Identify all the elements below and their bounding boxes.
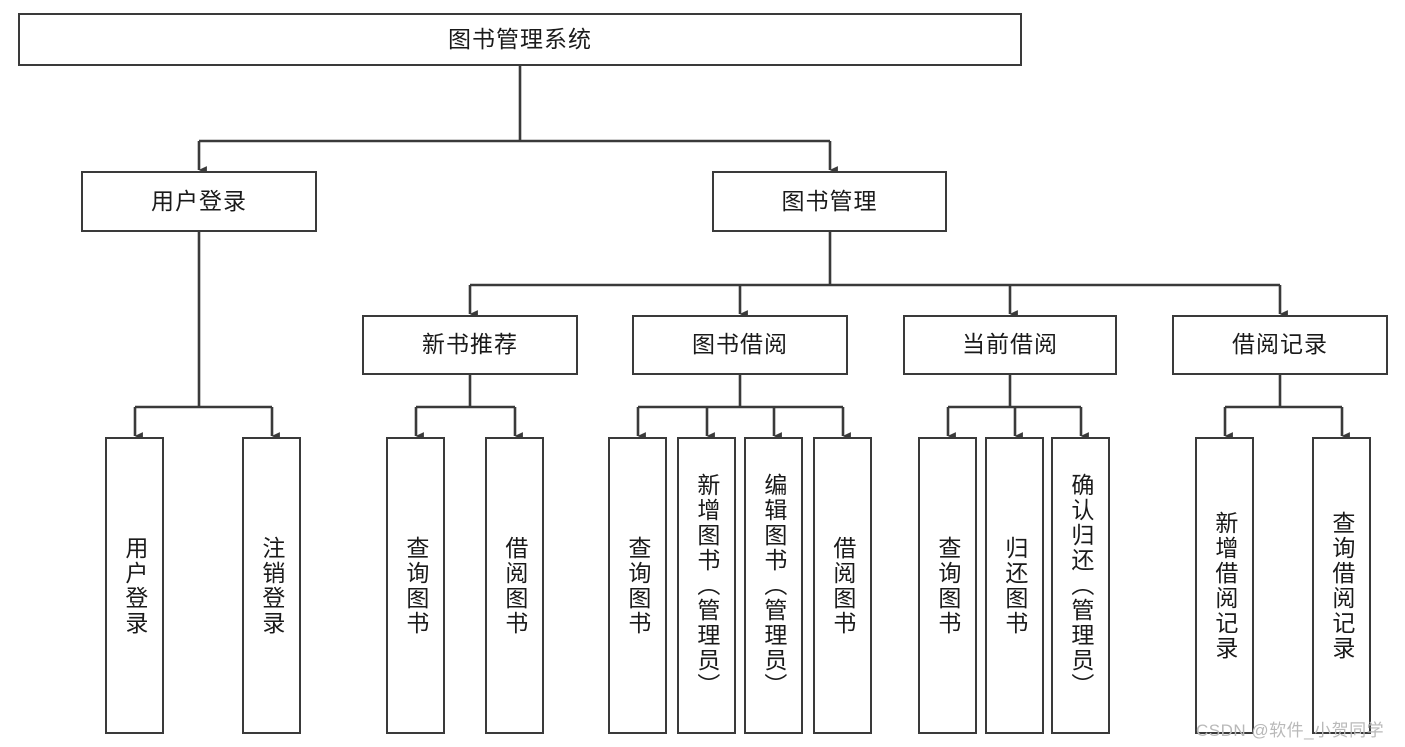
leaf-borrow-book-recommend[interactable]: 借阅图书 [485,437,544,734]
node-label: 新书推荐 [422,331,518,358]
node-label: 编辑图书（管理员） [760,473,787,698]
csdn-watermark: CSDN @软件_小贺同学 [1196,721,1385,740]
node-label: 注销登录 [258,535,285,636]
leaf-query-book-recommend[interactable]: 查询图书 [386,437,445,734]
node-label: 查询图书 [624,535,651,636]
leaf-borrow-book[interactable]: 借阅图书 [813,437,872,734]
node-label: 查询图书 [934,535,961,636]
node-label: 归还图书 [1001,535,1028,636]
leaf-confirm-return-admin[interactable]: 确认归还（管理员） [1051,437,1110,734]
leaf-edit-book-admin[interactable]: 编辑图书（管理员） [744,437,803,734]
node-label: 借阅记录 [1232,331,1328,358]
node-book-management[interactable]: 图书管理 [712,171,947,232]
node-label: 图书管理系统 [448,25,592,52]
leaf-logout[interactable]: 注销登录 [242,437,301,734]
node-label: 新增借阅记录 [1211,510,1238,661]
leaf-add-book-admin[interactable]: 新增图书（管理员） [677,437,736,734]
node-root[interactable]: 图书管理系统 [18,13,1022,66]
leaf-return-book[interactable]: 归还图书 [985,437,1044,734]
leaf-user-login[interactable]: 用户登录 [105,437,164,734]
node-label: 当前借阅 [962,331,1058,358]
leaf-add-borrow-record[interactable]: 新增借阅记录 [1195,437,1254,734]
node-label: 确认归还（管理员） [1067,473,1094,698]
leaf-query-book-current[interactable]: 查询图书 [918,437,977,734]
node-label: 用户登录 [151,187,247,214]
leaf-query-book-borrow[interactable]: 查询图书 [608,437,667,734]
node-new-book-recommend[interactable]: 新书推荐 [362,315,578,375]
node-label: 用户登录 [121,535,148,636]
node-borrow-record[interactable]: 借阅记录 [1172,315,1388,375]
node-current-borrow[interactable]: 当前借阅 [903,315,1117,375]
node-label: 查询图书 [402,535,429,636]
node-label: 新增图书（管理员） [693,473,720,698]
node-label: 借阅图书 [501,535,528,636]
node-user-login[interactable]: 用户登录 [81,171,317,232]
node-label: 查询借阅记录 [1328,510,1355,661]
leaf-query-borrow-record[interactable]: 查询借阅记录 [1312,437,1371,734]
node-label: 图书管理 [781,187,878,214]
node-label: 图书借阅 [692,331,788,358]
node-label: 借阅图书 [829,535,856,636]
node-book-borrow[interactable]: 图书借阅 [632,315,848,375]
